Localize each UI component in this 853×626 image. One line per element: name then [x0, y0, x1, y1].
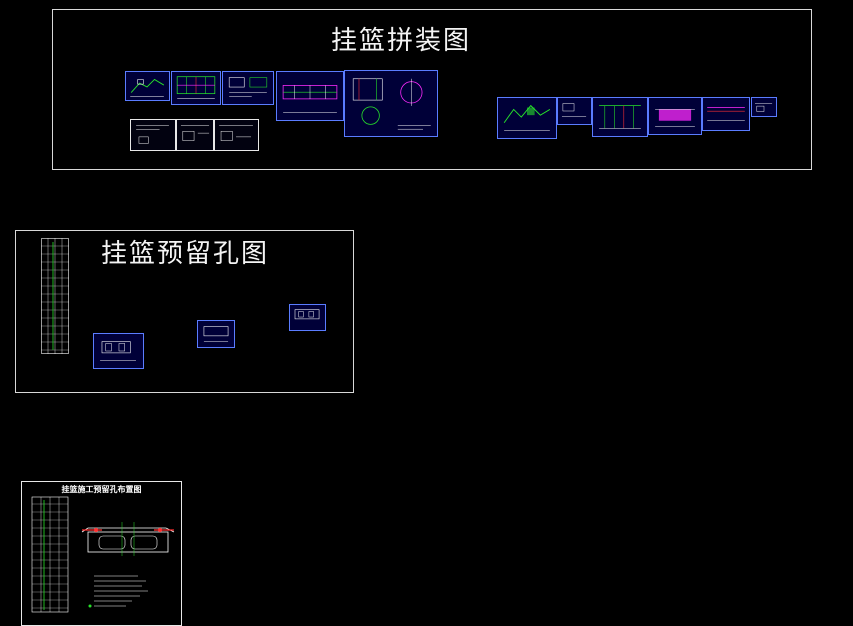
- assembly-sheet-8-drawing: [219, 125, 253, 141]
- reserved-holes-grid-drawing: [41, 238, 69, 354]
- assembly-sheet-6-drawing: [136, 125, 169, 144]
- assembly-sheet-8[interactable]: [214, 119, 259, 151]
- assembly-sheet-11-drawing: [599, 105, 641, 129]
- assembly-sheet-2-drawing: [176, 76, 216, 99]
- assembly-sheet-14-drawing: [755, 103, 773, 112]
- assembly-sheet-3[interactable]: [222, 71, 274, 105]
- reserved-holes-group-frame[interactable]: [15, 230, 354, 393]
- hole-layout-sheet-title: 挂篮施工预留孔布置图: [61, 485, 142, 494]
- reserved-holes-sheet-1[interactable]: [93, 333, 144, 369]
- assembly-sheet-9-drawing: [503, 104, 551, 131]
- hole-layout-drawing-svg: [31, 496, 175, 613]
- reserved-holes-sheet-1-drawing: [100, 341, 136, 361]
- assembly-group-frame[interactable]: [52, 9, 812, 170]
- assembly-sheet-4-drawing: [282, 85, 338, 113]
- assembly-sheet-12[interactable]: [648, 97, 702, 135]
- assembly-sheet-10[interactable]: [557, 97, 592, 125]
- reserved-holes-sheet-2-drawing: [203, 326, 229, 342]
- assembly-sheet-5-drawing: [352, 78, 431, 130]
- hole-layout-drawing: [22, 492, 181, 620]
- reserved-holes-tall-grid[interactable]: [41, 238, 69, 354]
- reserved-holes-sheet-3-drawing: [294, 309, 320, 320]
- assembly-sheet-5[interactable]: [344, 70, 438, 137]
- assembly-sheet-7[interactable]: [176, 119, 214, 151]
- assembly-sheet-14[interactable]: [751, 97, 777, 117]
- assembly-sheet-7-drawing: [180, 125, 210, 141]
- assembly-sheet-11[interactable]: [592, 97, 648, 137]
- assembly-sheet-3-drawing: [228, 77, 268, 97]
- assembly-sheet-6[interactable]: [130, 119, 176, 151]
- assembly-sheet-4[interactable]: [276, 71, 344, 121]
- reserved-holes-group-title: 挂篮预留孔图: [101, 239, 270, 269]
- assembly-sheet-1-drawing: [130, 78, 165, 97]
- assembly-sheet-2[interactable]: [171, 71, 221, 105]
- assembly-sheet-9[interactable]: [497, 97, 557, 139]
- assembly-sheet-10-drawing: [561, 103, 587, 117]
- reserved-holes-sheet-3[interactable]: [289, 304, 326, 331]
- assembly-sheet-1[interactable]: [125, 71, 170, 101]
- reserved-holes-sheet-2[interactable]: [197, 320, 235, 348]
- assembly-sheet-12-drawing: [655, 109, 695, 127]
- assembly-sheet-13[interactable]: [702, 97, 750, 131]
- assembly-group-title: 挂篮拼装图: [331, 26, 472, 56]
- assembly-sheet-13-drawing: [707, 107, 745, 121]
